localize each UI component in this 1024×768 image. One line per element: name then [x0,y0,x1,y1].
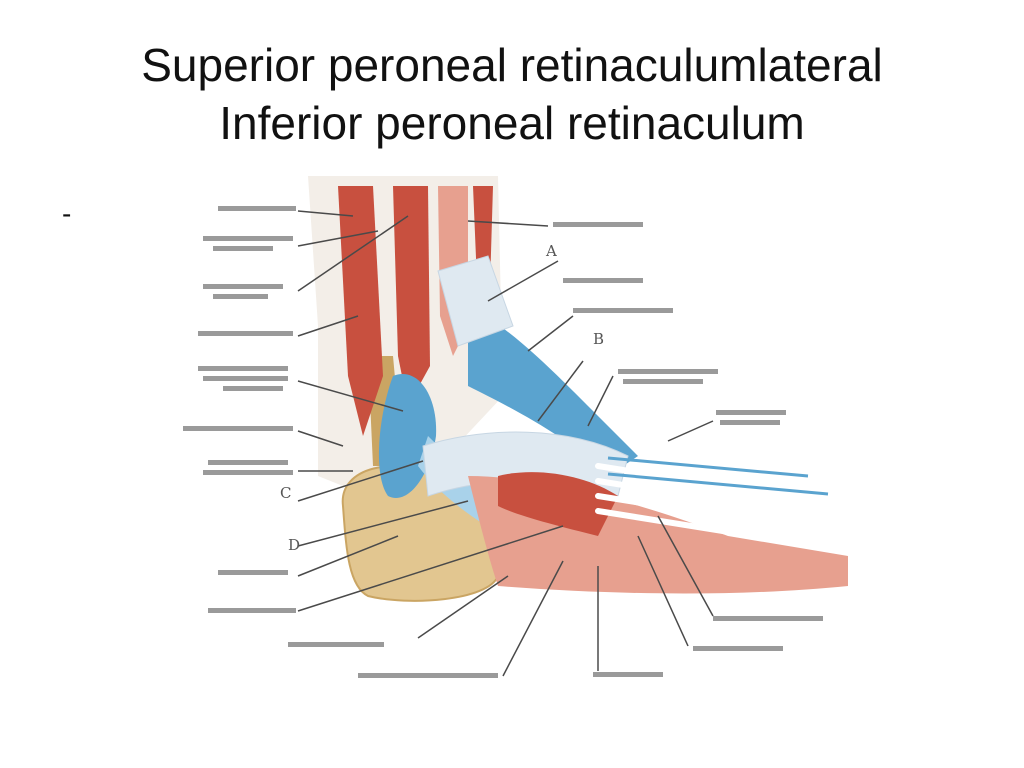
ankle-anatomy-svg: A B C D [183,176,851,678]
toe-tendon-sheaths [607,456,829,496]
leg-muscle-2 [393,186,430,406]
ankle-anatomy-illustration: A B C D [168,176,868,696]
illegible-labels [183,206,823,678]
figure-letter-b: B [593,330,604,348]
slide-title-line-2: Inferior peroneal retinaculum [219,97,805,149]
leader-lines-left [297,210,564,612]
leader-lines-right [467,220,714,442]
bullet-dash: - [62,198,72,229]
figure-letter-d: D [288,536,300,554]
toe-tendons [595,463,851,554]
slide-title: Superior peroneal retinaculumlateral Inf… [40,36,984,152]
tendon-sheath-anterior [468,306,638,476]
leg-muscle-1 [338,186,383,436]
superior-retinaculum-band [437,255,514,347]
leader-lines-bottom [417,515,714,677]
slide-title-line-1: Superior peroneal retinaculumlateral [141,39,883,91]
figure-letter-c: C [280,484,291,502]
figure-letter-a: A [545,242,557,260]
foot-dorsal-muscle [498,472,618,536]
